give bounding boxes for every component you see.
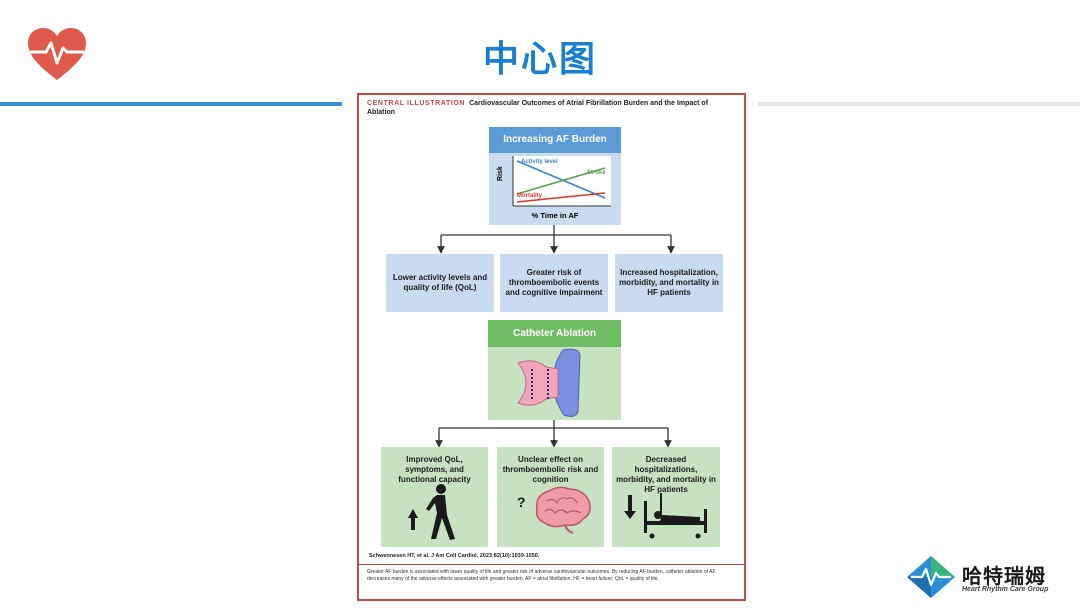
risk-chart — [512, 156, 611, 207]
brand-name-cn: 哈特瑞姆 — [962, 564, 1046, 588]
figure-title: Cardiovascular Outcomes of Atrial Fibril… — [367, 100, 709, 116]
mortality-line-label: Mortality — [517, 193, 543, 199]
risk-axis-label: Risk — [497, 166, 504, 181]
activity-line — [516, 160, 606, 199]
af-burden-box: Increasing AF Burden Activity level Stro… — [489, 127, 621, 225]
brand-name-en: Heart Rhythm Care Group — [962, 586, 1049, 593]
walking-person-icon — [408, 484, 455, 540]
catheter-ablation-header: Catheter Ablation — [488, 320, 621, 347]
outcome-text-qol: Improved QoL, symptoms, and functional c… — [398, 455, 471, 484]
mortality-line — [516, 192, 606, 203]
outcome-box-thromboembolic: Unclear effect on thromboembolic risk an… — [497, 447, 604, 547]
question-mark: ? — [517, 494, 526, 510]
catheter-ablation-box: Catheter Ablation — [488, 320, 621, 420]
af-burden-header: Increasing AF Burden — [489, 127, 621, 153]
activity-line-label: Activity level — [521, 159, 558, 165]
figure-tag: CENTRAL ILLUSTRATION — [367, 100, 466, 107]
figure-citation: Schwennesen HT, et al. J Am Coll Cardiol… — [369, 553, 540, 559]
heart-logo-icon — [28, 28, 86, 80]
effect-box-hospitalization: Increased hospitalization, morbidity, an… — [615, 254, 723, 312]
title-rule-right — [758, 102, 1080, 106]
effect-box-thromboembolic: Greater risk of thromboembolic events an… — [500, 254, 608, 312]
atrium-ablation-icon — [517, 348, 581, 417]
effect-box-qol: Lower activity levels and quality of lif… — [386, 254, 494, 312]
slide-title: 中心图 — [482, 39, 597, 80]
hospital-bed-icon — [624, 493, 707, 539]
brain-icon — [535, 486, 591, 534]
outcome-text-thromboembolic: Unclear effect on thromboembolic risk an… — [502, 455, 599, 484]
title-rule-left — [0, 102, 342, 106]
time-in-af-axis-label: % Time in AF — [531, 211, 579, 220]
brand-logo-icon — [907, 556, 955, 598]
figure-caption: Greater AF burden is associated with low… — [359, 564, 744, 599]
outcome-text-hospitalization: Decreased hospitalizations, morbidity, a… — [616, 455, 716, 494]
outcome-box-hospitalization: Decreased hospitalizations, morbidity, a… — [612, 447, 720, 547]
outcome-box-qol: Improved QoL, symptoms, and functional c… — [381, 447, 488, 547]
stroke-line-label: Stroke — [587, 170, 606, 176]
stroke-line — [516, 167, 606, 195]
connector-arrows — [435, 225, 675, 448]
